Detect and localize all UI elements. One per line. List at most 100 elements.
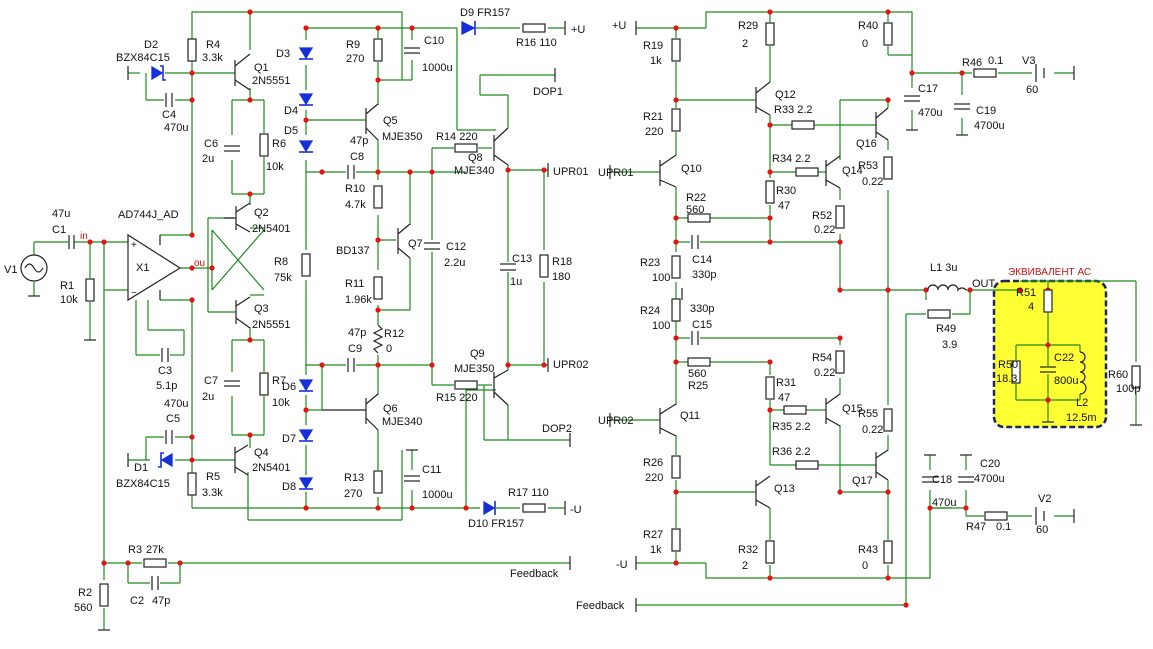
- label-q13: Q13: [774, 483, 795, 495]
- label-ad744: AD744J_AD: [118, 209, 179, 221]
- label-c11-value: 1000u: [422, 489, 453, 501]
- label-upr02-left: UPR02: [553, 359, 588, 371]
- label-r6-value: 10k: [266, 161, 284, 173]
- label-r32-value: 2: [742, 560, 748, 572]
- label-c8: C8: [350, 151, 364, 163]
- label-r47-value: 0.1: [996, 521, 1011, 533]
- label-r18: R18: [552, 256, 572, 268]
- label-r47: R47: [966, 521, 986, 533]
- label-q16: Q16: [856, 138, 877, 150]
- label-c6-value: 2u: [202, 153, 214, 165]
- label-r10-value: 4.7k: [345, 199, 366, 211]
- wires-left: [33, 11, 570, 630]
- label-q12: Q12: [775, 89, 796, 101]
- label-v1: V1: [4, 264, 17, 276]
- label-r13: R13: [344, 472, 364, 484]
- label-q6-value: MJE340: [382, 416, 422, 428]
- label-q7: Q7: [408, 238, 423, 250]
- label-r27-value: 1k: [650, 544, 662, 556]
- inductors: [927, 284, 1087, 395]
- label-r22-value: 560: [686, 204, 704, 216]
- label-c22-value: 800u: [1054, 375, 1078, 387]
- label-r12-value: 0: [386, 343, 392, 355]
- label-d3: D3: [276, 48, 290, 60]
- label-l2: L2: [1076, 397, 1088, 409]
- label-r51-value: 4: [1028, 301, 1034, 313]
- label-r11: R11: [345, 278, 364, 290]
- label-r46-value: 0.1: [988, 55, 1003, 67]
- label-c14-value: 330p: [692, 269, 716, 281]
- label-r29: R29: [738, 20, 758, 32]
- label-r24-value: 100: [652, 320, 670, 332]
- label-r43-value: 0: [862, 560, 868, 572]
- component-labels: D9 FR157 R16 110 +U D2 BZX84C15 R4 3.3k …: [4, 7, 1140, 614]
- r12-symbol: [372, 324, 384, 354]
- label-q3-value: 2N5551: [252, 319, 291, 331]
- label-c11: C11: [422, 464, 441, 476]
- label-c5: C5: [166, 413, 180, 425]
- label-c4-value: 470u: [164, 122, 188, 134]
- junction-dots: [87, 9, 1051, 608]
- label-q9-value: MJE350: [454, 363, 494, 375]
- label-q9: Q9: [470, 348, 485, 360]
- label-r9-value: 270: [346, 53, 364, 65]
- label-r50-value: 18.3: [996, 373, 1017, 385]
- label-r55-value: 0.22: [862, 424, 883, 436]
- label-c19: C19: [976, 105, 996, 117]
- label-r26: R26: [643, 457, 663, 469]
- label-q1: Q1: [254, 62, 269, 74]
- label-q10: Q10: [681, 163, 702, 175]
- label-q5: Q5: [383, 115, 398, 127]
- label-q5-value: MJE350: [382, 131, 422, 143]
- label-q2: Q2: [254, 207, 269, 219]
- label-r35: R35 2.2: [772, 421, 811, 433]
- label-c17: C17: [918, 83, 938, 95]
- label-c13: C13: [512, 253, 532, 265]
- label-r54-value: 0.22: [814, 367, 835, 379]
- label-v3-value: 60: [1026, 84, 1038, 96]
- label-minus-u-bot: -U: [570, 504, 582, 516]
- label-q11: Q11: [680, 410, 700, 422]
- label-c2: C2: [130, 595, 144, 607]
- label-c4: C4: [162, 109, 176, 121]
- label-r2: R2: [78, 587, 92, 599]
- transistors: [224, 53, 889, 509]
- label-r32: R32: [738, 544, 758, 556]
- label-r51: R51: [1016, 287, 1036, 299]
- svg-text:+: +: [131, 240, 137, 251]
- label-x1: X1: [136, 262, 149, 274]
- label-plus-u-right: +U: [612, 20, 626, 32]
- label-r16: R16 110: [516, 37, 557, 49]
- label-r3-value: 27k: [146, 544, 164, 556]
- label-r50: R50: [998, 359, 1018, 371]
- label-r25-value: 560: [688, 368, 706, 380]
- label-r23: R23: [640, 257, 660, 269]
- label-r4: R4: [206, 39, 220, 51]
- label-r29-value: 2: [742, 38, 748, 50]
- label-r49-value: 3.9: [942, 339, 957, 351]
- label-r24: R24: [640, 305, 660, 317]
- label-r30: R30: [776, 185, 796, 197]
- label-r53: R53: [858, 160, 878, 172]
- label-q1-value: 2N5551: [252, 75, 291, 87]
- label-c20: C20: [980, 458, 1000, 470]
- label-q8: Q8: [468, 152, 483, 164]
- label-r5-value: 3.3k: [202, 487, 223, 499]
- label-c10-value: 1000u: [422, 62, 453, 74]
- label-r7: R7: [272, 375, 286, 387]
- label-r15: R15 220: [436, 392, 478, 404]
- label-r43: R43: [858, 544, 878, 556]
- svg-text:−: −: [131, 288, 137, 299]
- label-c7: C7: [204, 375, 218, 387]
- label-c19-value: 4700u: [974, 120, 1005, 132]
- label-r1-value: 10k: [60, 294, 78, 306]
- label-r14: R14 220: [436, 131, 478, 143]
- label-c20-value: 4700u: [974, 473, 1005, 485]
- ac-source-v1: [20, 254, 48, 282]
- label-l2-value: 12.5m: [1066, 412, 1097, 424]
- label-r2-value: 560: [74, 602, 92, 614]
- wires-right: [610, 11, 1137, 606]
- label-c22: C22: [1054, 352, 1074, 364]
- label-in: in: [80, 231, 88, 242]
